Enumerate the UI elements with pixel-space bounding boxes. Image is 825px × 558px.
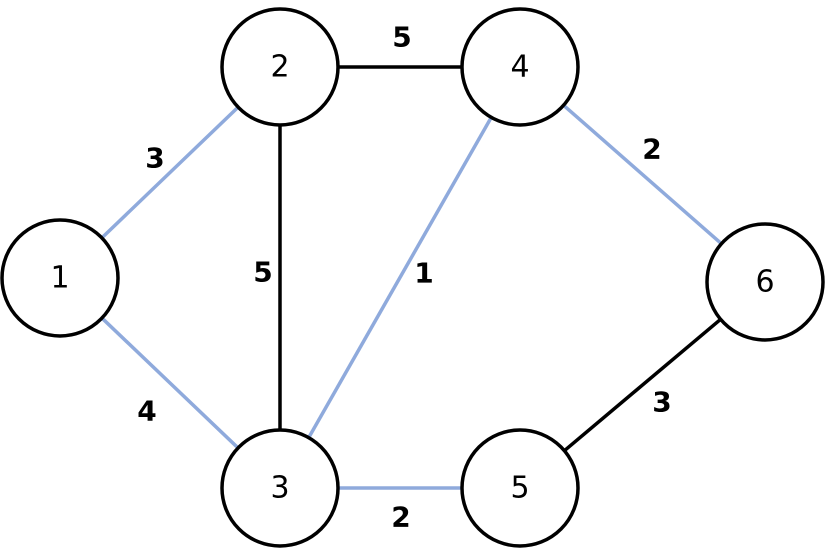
edge-1-3 (100, 316, 240, 450)
nodes-layer: 1 2 3 4 5 6 (0, 7, 825, 548)
node-label-1: 1 (50, 261, 69, 296)
node-5: 5 (460, 428, 580, 548)
node-label-4: 4 (510, 50, 529, 85)
node-circle-1 (0, 218, 120, 338)
node-2: 2 (220, 7, 340, 127)
edges-layer (100, 65, 723, 490)
edge-weight-2-3: 5 (253, 256, 272, 289)
node-6: 6 (705, 222, 825, 342)
node-label-5: 5 (510, 471, 529, 506)
node-3: 3 (220, 428, 340, 548)
edge-weight-3-4: 1 (414, 257, 433, 290)
edge-weight-2-4: 5 (392, 21, 411, 54)
edge-4-6 (562, 103, 723, 246)
edge-1-2 (100, 105, 240, 240)
edge-weight-5-6: 3 (652, 386, 671, 419)
node-circle-2 (220, 7, 340, 127)
node-1: 1 (0, 218, 120, 338)
node-circle-4 (460, 7, 580, 127)
edge-5-6 (563, 317, 722, 453)
node-circle-5 (460, 428, 580, 548)
edge-weight-1-3: 4 (137, 395, 156, 428)
node-4: 4 (460, 7, 580, 127)
node-label-3: 3 (270, 471, 289, 506)
edge-weight-1-2: 3 (145, 142, 164, 175)
node-circle-6 (705, 222, 825, 342)
node-label-6: 6 (755, 265, 774, 300)
edge-weights-layer: 3 4 5 5 1 2 2 3 (137, 21, 671, 534)
node-circle-3 (220, 428, 340, 548)
edge-weight-4-6: 2 (642, 133, 661, 166)
node-label-2: 2 (270, 50, 289, 85)
edge-3-4 (307, 116, 493, 439)
edge-weight-3-5: 2 (391, 501, 410, 534)
